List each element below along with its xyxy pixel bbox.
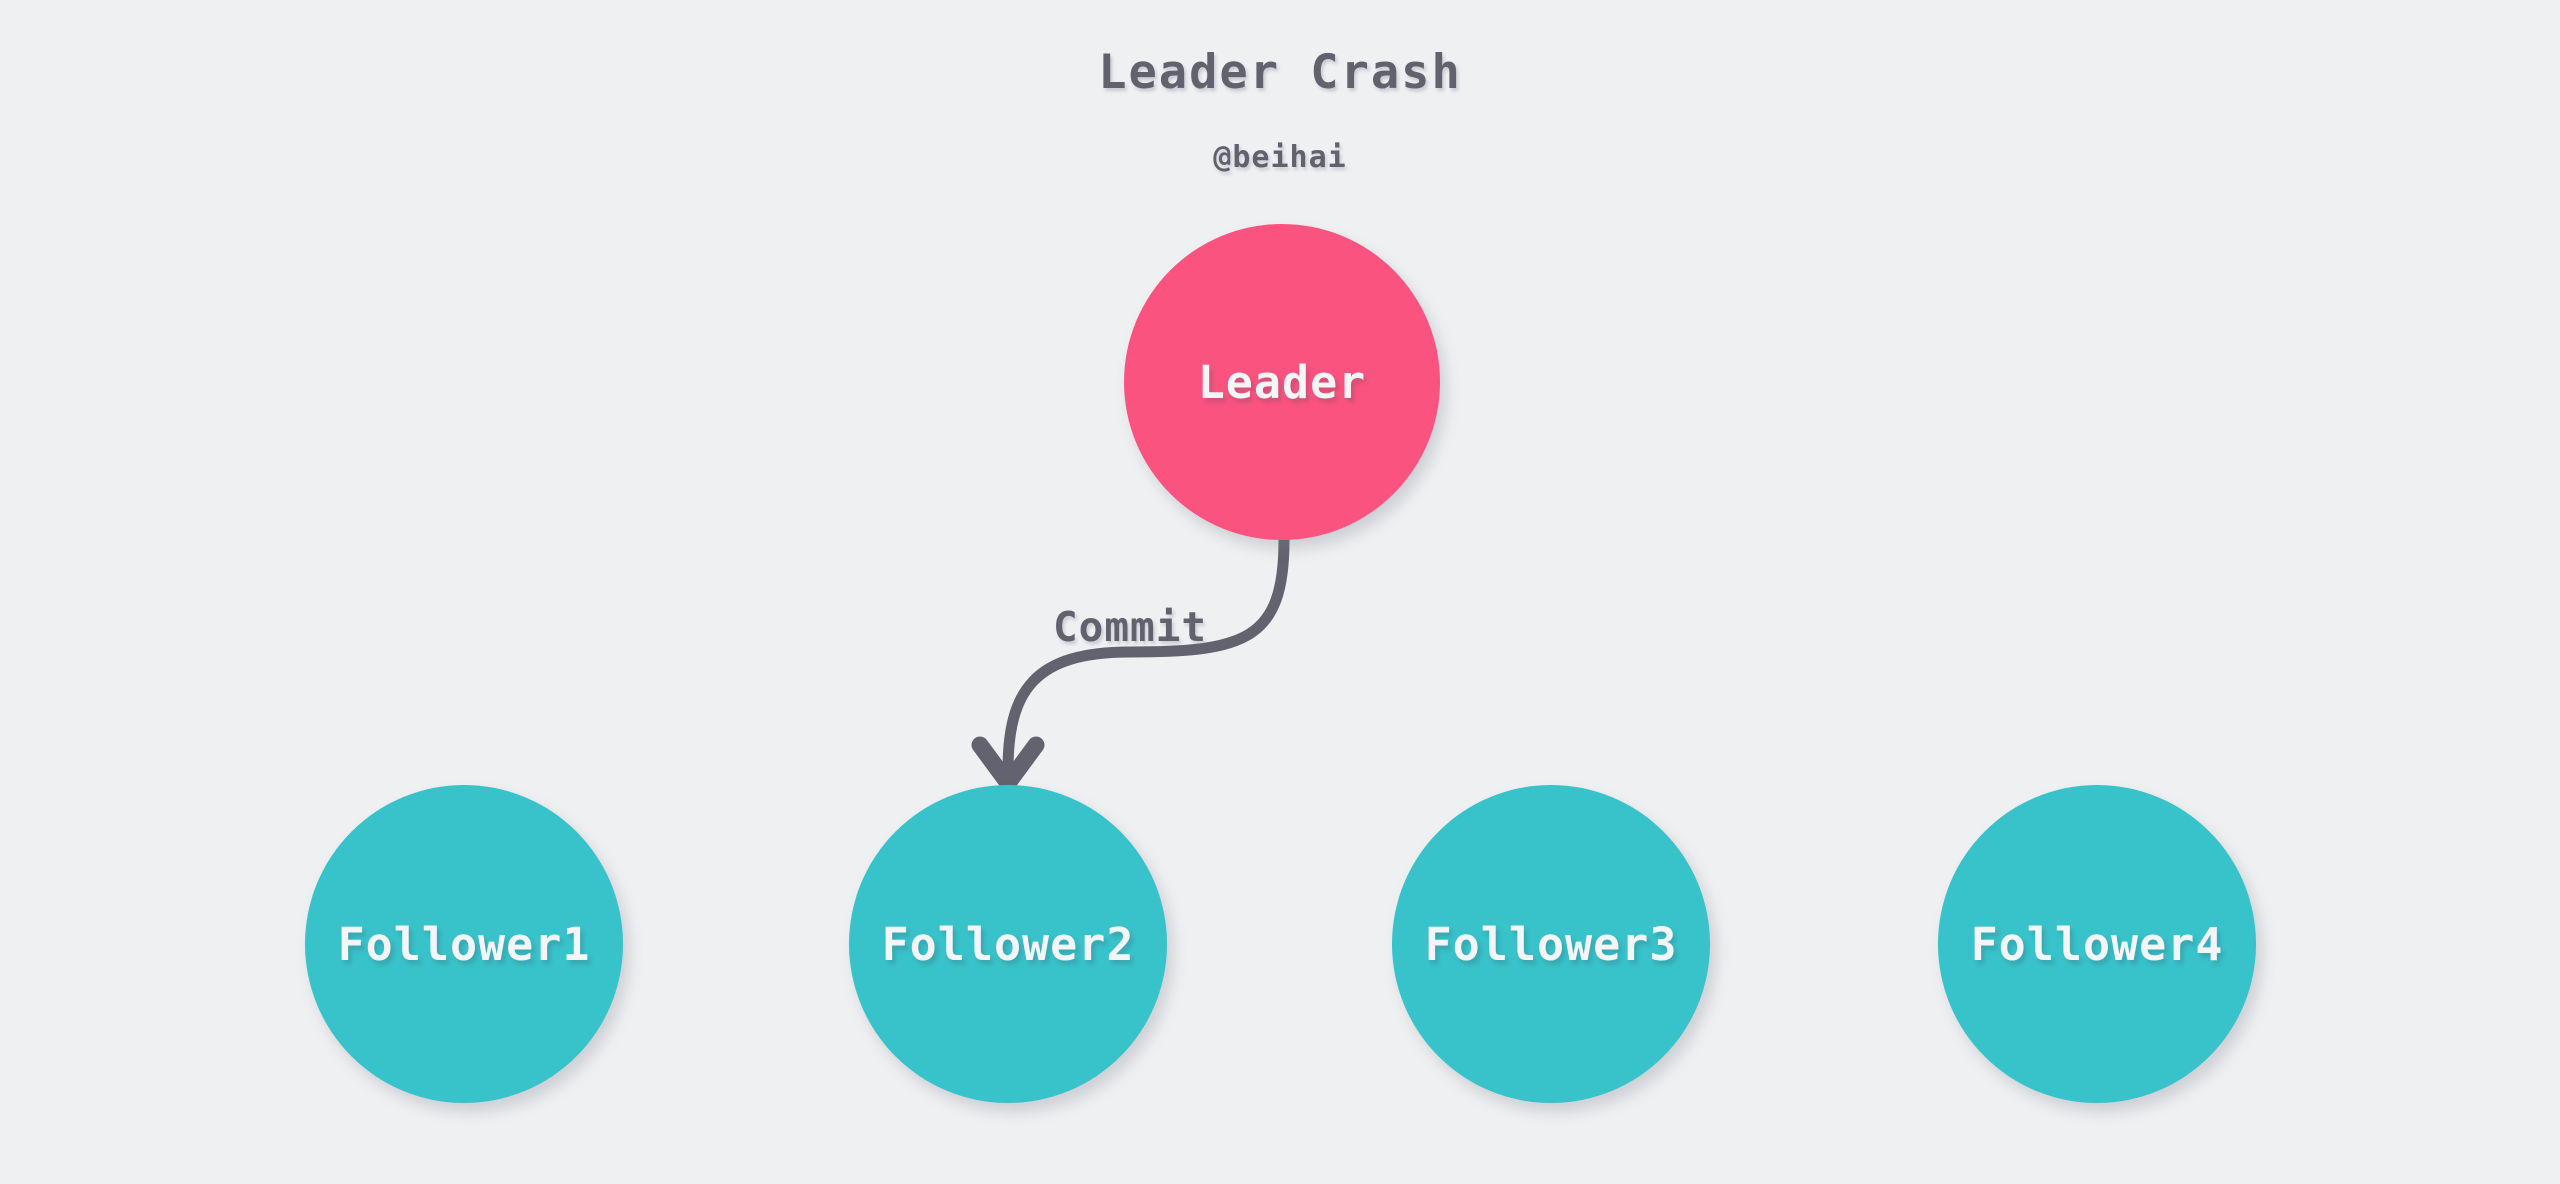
node-follower1[interactable]: Follower1 — [305, 785, 623, 1103]
page-subtitle-author: @beihai — [1213, 140, 1347, 175]
node-follower4[interactable]: Follower4 — [1938, 785, 2256, 1103]
node-leader[interactable]: Leader — [1124, 224, 1440, 540]
node-follower2-label: Follower2 — [881, 917, 1135, 971]
node-leader-label: Leader — [1197, 355, 1367, 409]
commit-edge-path — [1002, 534, 1290, 776]
page-title: Leader Crash — [1098, 45, 1462, 100]
node-follower1-label: Follower1 — [337, 917, 591, 971]
node-follower4-label: Follower4 — [1970, 917, 2224, 971]
node-follower3[interactable]: Follower3 — [1392, 785, 1710, 1103]
edge-label-commit: Commit — [1053, 603, 1208, 651]
node-follower3-label: Follower3 — [1424, 917, 1678, 971]
commit-arrowhead-icon — [971, 736, 1045, 792]
node-follower2[interactable]: Follower2 — [849, 785, 1167, 1103]
